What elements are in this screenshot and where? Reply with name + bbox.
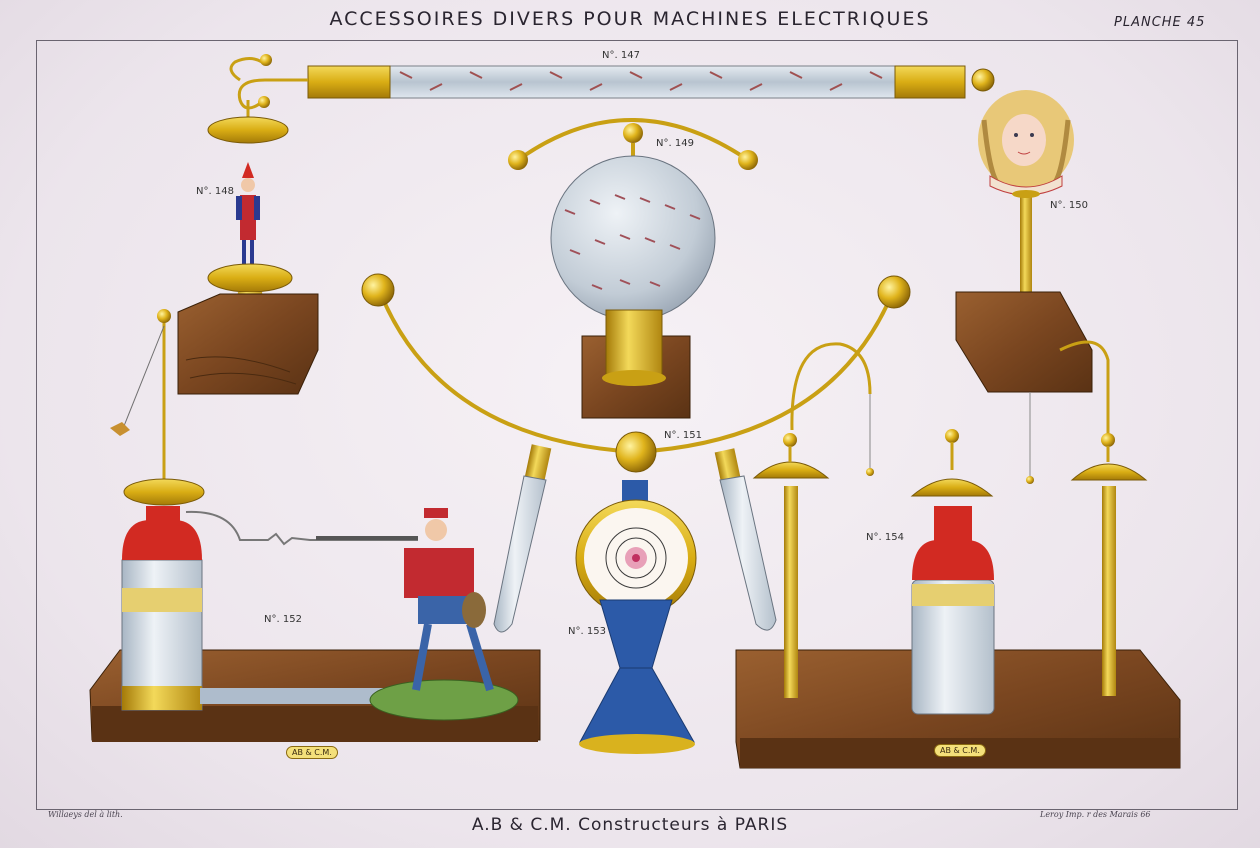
shooter-jar-n152: [89, 309, 541, 742]
label-n147: N°. 147: [602, 50, 640, 61]
label-n149: N°. 149: [656, 138, 694, 149]
glass-globe-n149: [508, 118, 758, 419]
maker-stamp-right: AB & C.M.: [934, 744, 986, 757]
maker-stamp-left: AB & C.M.: [286, 746, 338, 759]
label-n151: N°. 151: [664, 430, 702, 441]
label-n153: N°. 153: [568, 626, 606, 637]
label-n148: N°. 148: [196, 186, 234, 197]
plate-footer: A.B & C.M. Constructeurs à PARIS: [471, 815, 789, 835]
credit-printer: Leroy Imp. r des Marais 66: [1040, 810, 1151, 819]
bell-jar-n154: [735, 342, 1181, 769]
glass-rod-n147: [229, 54, 995, 110]
plate-number: PLANCHE 45: [1114, 15, 1206, 30]
plate-title: ACCESSOIRES DIVERS POUR MACHINES ELECTRI…: [329, 8, 931, 30]
label-n152: N°. 152: [264, 614, 302, 625]
dancing-puppet-n148: [177, 100, 319, 395]
label-n150: N°. 150: [1050, 200, 1088, 211]
label-n154: N°. 154: [866, 532, 904, 543]
electric-head-n150: [955, 90, 1110, 484]
target-n153: [575, 480, 697, 754]
credit-artist: Willaeys del à lith.: [48, 810, 123, 819]
plate-frame: [36, 40, 1238, 810]
arc-discharger-n151: [361, 273, 911, 633]
